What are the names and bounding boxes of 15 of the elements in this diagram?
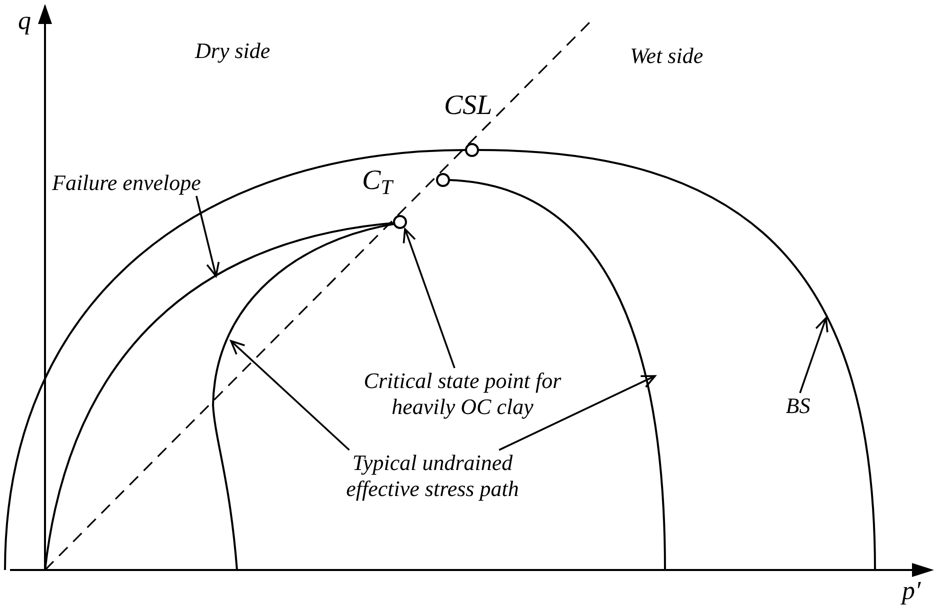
region-label: Wet side: [630, 45, 704, 67]
axis-label: q: [18, 8, 31, 34]
line-label: CSL: [444, 92, 492, 120]
point-label: C$_{T}$: [362, 167, 392, 195]
leader-line: [498, 375, 656, 451]
axis-label: p′: [902, 578, 921, 604]
callout-text: Typical undrained effective stress path: [340, 450, 525, 502]
callout-text: Critical state point for heavily OC clay: [330, 368, 595, 420]
leader-line: [402, 228, 456, 368]
callout-text: BS: [778, 393, 818, 419]
callout-text: Failure envelope: [52, 170, 204, 196]
leader-line: [799, 317, 828, 394]
region-label: Dry side: [195, 40, 270, 62]
leader-line: [196, 196, 220, 277]
leader-line: [230, 340, 350, 451]
